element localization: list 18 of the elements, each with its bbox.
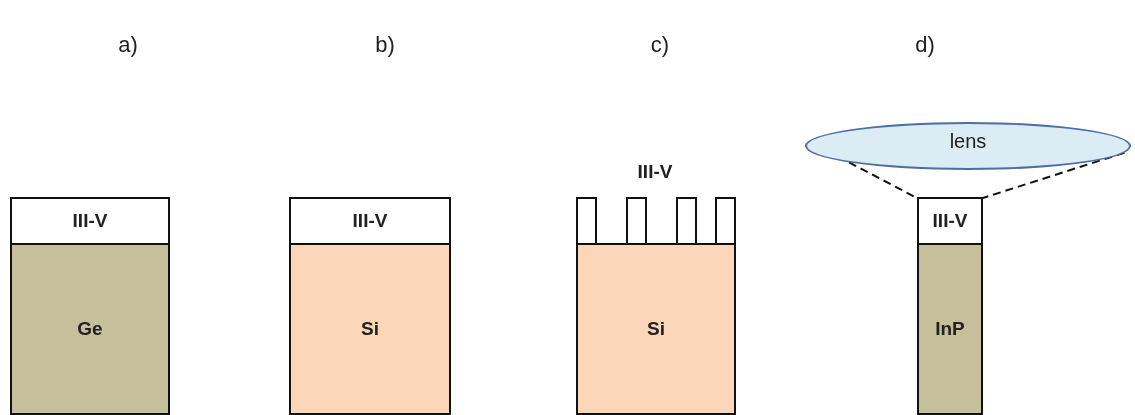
panel-label: d)	[915, 32, 935, 58]
panel-label: c)	[650, 32, 670, 58]
material-layer: III-V	[917, 197, 983, 245]
panel-label: a)	[118, 32, 138, 58]
panel-label: b)	[375, 32, 395, 58]
pillar	[576, 197, 597, 245]
layer-label: III-V	[637, 161, 673, 183]
substrate-layer: InP	[917, 243, 983, 415]
material-layer: III-V	[10, 197, 170, 245]
pillar	[626, 197, 647, 245]
material-layer: III-V	[289, 197, 451, 245]
pillar	[676, 197, 697, 245]
lens-ellipse: lens	[805, 122, 1131, 170]
pillar	[715, 197, 736, 245]
substrate-layer: Ge	[10, 243, 170, 415]
substrate-layer: Si	[289, 243, 451, 415]
dashed-line	[982, 151, 1126, 199]
substrate-layer: Si	[576, 243, 736, 415]
